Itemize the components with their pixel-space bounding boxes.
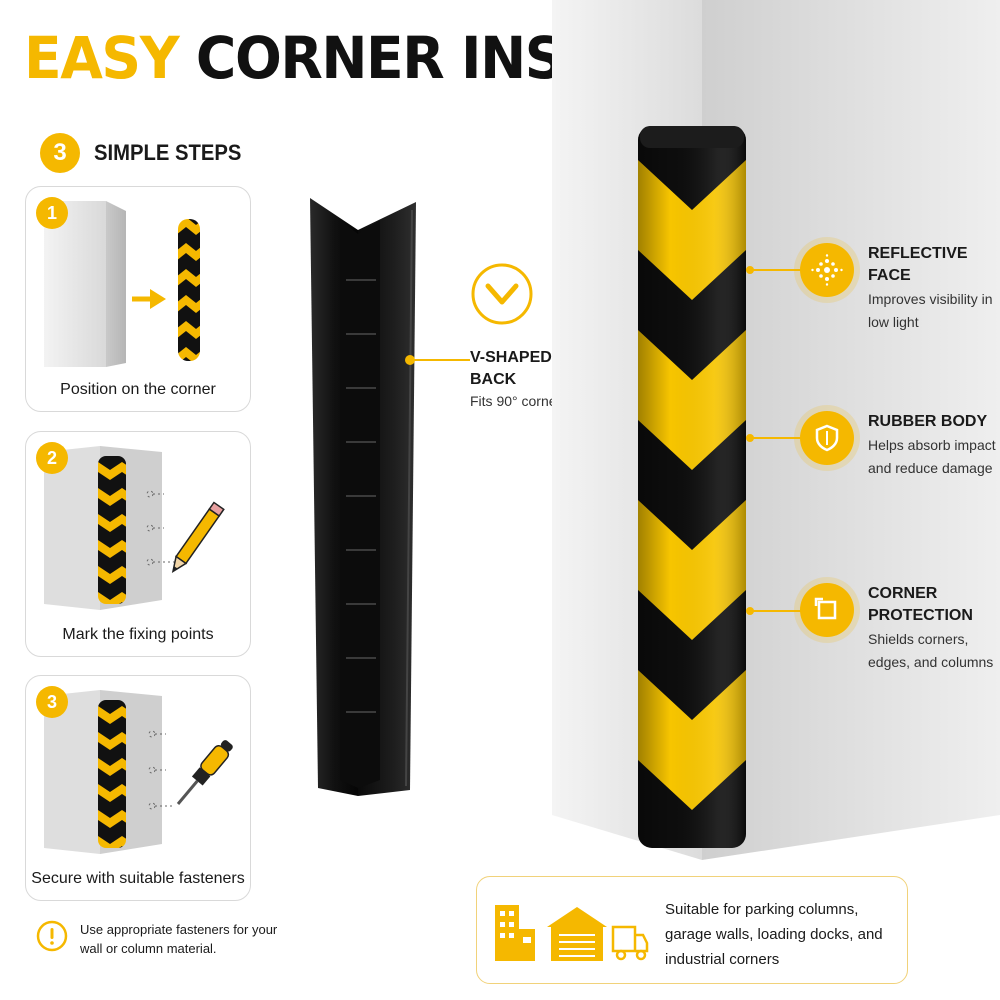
step-3-illustration: [44, 690, 233, 854]
feature-description: Helps absorb impact and reduce damage: [868, 437, 996, 476]
corner-icon: [800, 583, 854, 637]
steps-count-badge: 3: [40, 133, 80, 173]
building-icon: [495, 905, 535, 961]
fastener-note: Use appropriate fasteners for your wall …: [36, 920, 290, 958]
step-number-badge: 2: [36, 442, 68, 474]
exclamation-icon: [36, 920, 68, 952]
garage-icon: [547, 907, 607, 961]
v-back-description: Fits 90° corners: [470, 393, 569, 409]
rubber-back-piece: [310, 198, 416, 796]
v-back-callout: V-SHAPED BACK Fits 90° corners: [470, 262, 590, 409]
step-caption: Secure with suitable fasteners: [31, 870, 245, 887]
connector-line: [746, 434, 802, 442]
step-caption: Mark the fixing points: [62, 626, 214, 643]
reflective-dots-icon: [800, 243, 854, 297]
screwdriver-icon: [176, 740, 233, 805]
chevron-down-icon: [471, 263, 533, 325]
step-card-2: 2 Mark the fixing points: [25, 431, 251, 657]
guard-piece: [98, 700, 126, 848]
guard-piece: [98, 456, 126, 604]
corner-guard: [638, 126, 746, 848]
suitable-for-box: Suitable for parking columns, garage wal…: [476, 876, 908, 984]
step-1-illustration: [44, 201, 200, 367]
guard-piece: [178, 219, 200, 361]
feature-rubber-body: RUBBER BODY Helps absorb impact and redu…: [800, 411, 996, 476]
steps-header-label: SIMPLE STEPS: [94, 140, 242, 165]
feature-corner-protection: CORNER PROTECTION Shields corners, edges…: [800, 583, 993, 670]
feature-title: RUBBER BODY: [868, 413, 988, 430]
pencil-icon: [171, 501, 225, 574]
steps-header: 3 SIMPLE STEPS: [40, 133, 254, 173]
step-card-3: 3 Secure with suitable fasteners: [25, 675, 251, 901]
feature-description: Shields corners, edges, and columns: [868, 631, 994, 670]
box-side: [106, 201, 126, 367]
box-front: [44, 201, 106, 367]
step-caption: Position on the corner: [60, 381, 216, 398]
feature-title: CORNER PROTECTION: [868, 585, 973, 624]
truck-icon: [611, 925, 649, 961]
feature-title: REFLECTIVE FACE: [868, 245, 968, 284]
arrow-right-icon: [150, 289, 166, 309]
step-2-illustration: [44, 446, 225, 610]
suitable-text: Suitable for parking columns, garage wal…: [665, 901, 883, 968]
note-text: Use appropriate fasteners for your wall …: [80, 922, 278, 956]
title-accent: EASY: [24, 24, 180, 92]
connector-line: [746, 607, 802, 615]
v-back-connector: [405, 355, 470, 365]
feature-description: Improves visibility in low light: [868, 291, 993, 330]
v-back-title: V-SHAPED BACK: [470, 349, 552, 388]
step-number-badge: 1: [36, 197, 68, 229]
shield-icon: [800, 411, 854, 465]
feature-reflective: REFLECTIVE FACE Improves visibility in l…: [800, 243, 992, 330]
step-card-1: 1 Position on the corner: [25, 186, 251, 412]
step-number-badge: 3: [36, 686, 68, 718]
connector-line: [746, 266, 802, 274]
suitable-icons: [495, 905, 649, 961]
